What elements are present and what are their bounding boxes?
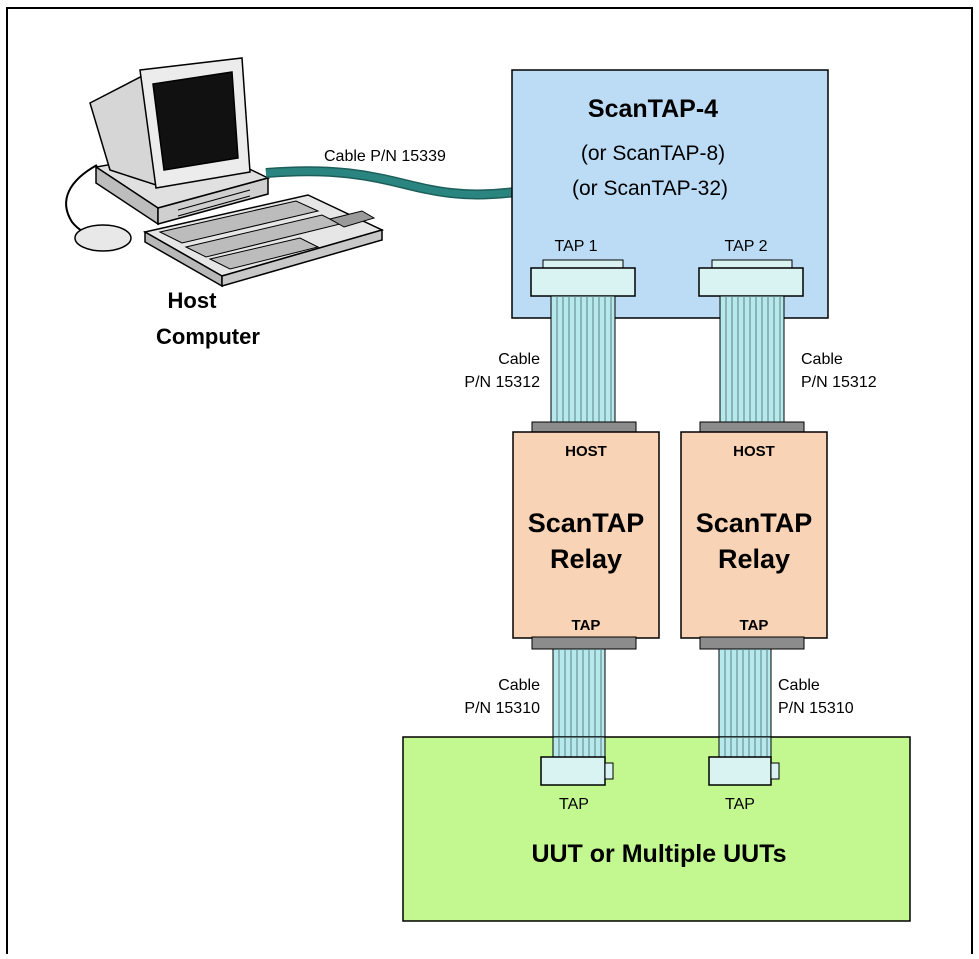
desktop-computer-icon (65, 57, 385, 288)
host-label-line2: Computer (156, 324, 260, 349)
relay-1-tap-label: TAP (572, 617, 601, 634)
tap1-label: TAP 1 (555, 238, 598, 255)
relay-1-box (512, 431, 660, 639)
controller-title: ScanTAP-4 (588, 95, 718, 123)
upper-ribbon-cable-2 (719, 295, 785, 423)
lower-cable-2-label-line2: P/N 15310 (778, 700, 854, 717)
tap2-connector (698, 259, 804, 297)
relay-2-tap-label: TAP (740, 617, 769, 634)
relay-2-title-line2: Relay (718, 544, 790, 574)
lower-ribbon-cable-2-end (718, 736, 772, 760)
tap1-connector (530, 259, 636, 297)
uut-tap2-label: TAP (725, 796, 755, 813)
relay-1-host-label: HOST (565, 443, 607, 460)
host-label-line1: Host (168, 288, 218, 313)
relay-2-box (680, 431, 828, 639)
relay-1-title-line2: Relay (550, 544, 622, 574)
controller-alt-model-8: (or ScanTAP-8) (581, 142, 725, 165)
upper-cable-1-label-line2: P/N 15312 (464, 374, 540, 391)
uut-tap2-connector (708, 756, 780, 786)
diagram-border (6, 7, 973, 954)
uut-box (402, 736, 911, 922)
lower-cable-2-label-line1: Cable (778, 677, 820, 694)
upper-cable-2-label-line2: P/N 15312 (801, 374, 877, 391)
relay-1-title-line1: ScanTAP (528, 508, 645, 538)
lower-cable-1-label-line2: P/N 15310 (464, 700, 540, 717)
host-cable-label: Cable P/N 15339 (324, 148, 446, 165)
tap2-label: TAP 2 (725, 238, 768, 255)
host-cable-highlight (265, 167, 516, 198)
lower-ribbon-cable-1-end (552, 736, 606, 760)
upper-ribbon-cable-1 (550, 295, 616, 423)
relay-1-tap-header (531, 636, 637, 650)
relay-2-host-label: HOST (733, 443, 775, 460)
uut-title: UUT or Multiple UUTs (531, 840, 786, 868)
lower-cable-1-label-line1: Cable (498, 677, 540, 694)
uut-tap1-label: TAP (559, 796, 589, 813)
relay-2-tap-header (699, 636, 805, 650)
controller-alt-model-32: (or ScanTAP-32) (572, 177, 728, 200)
upper-cable-1-label-line1: Cable (498, 351, 540, 368)
relay-2-title-line1: ScanTAP (696, 508, 813, 538)
uut-tap1-connector (540, 756, 614, 786)
upper-cable-2-label-line1: Cable (801, 351, 843, 368)
